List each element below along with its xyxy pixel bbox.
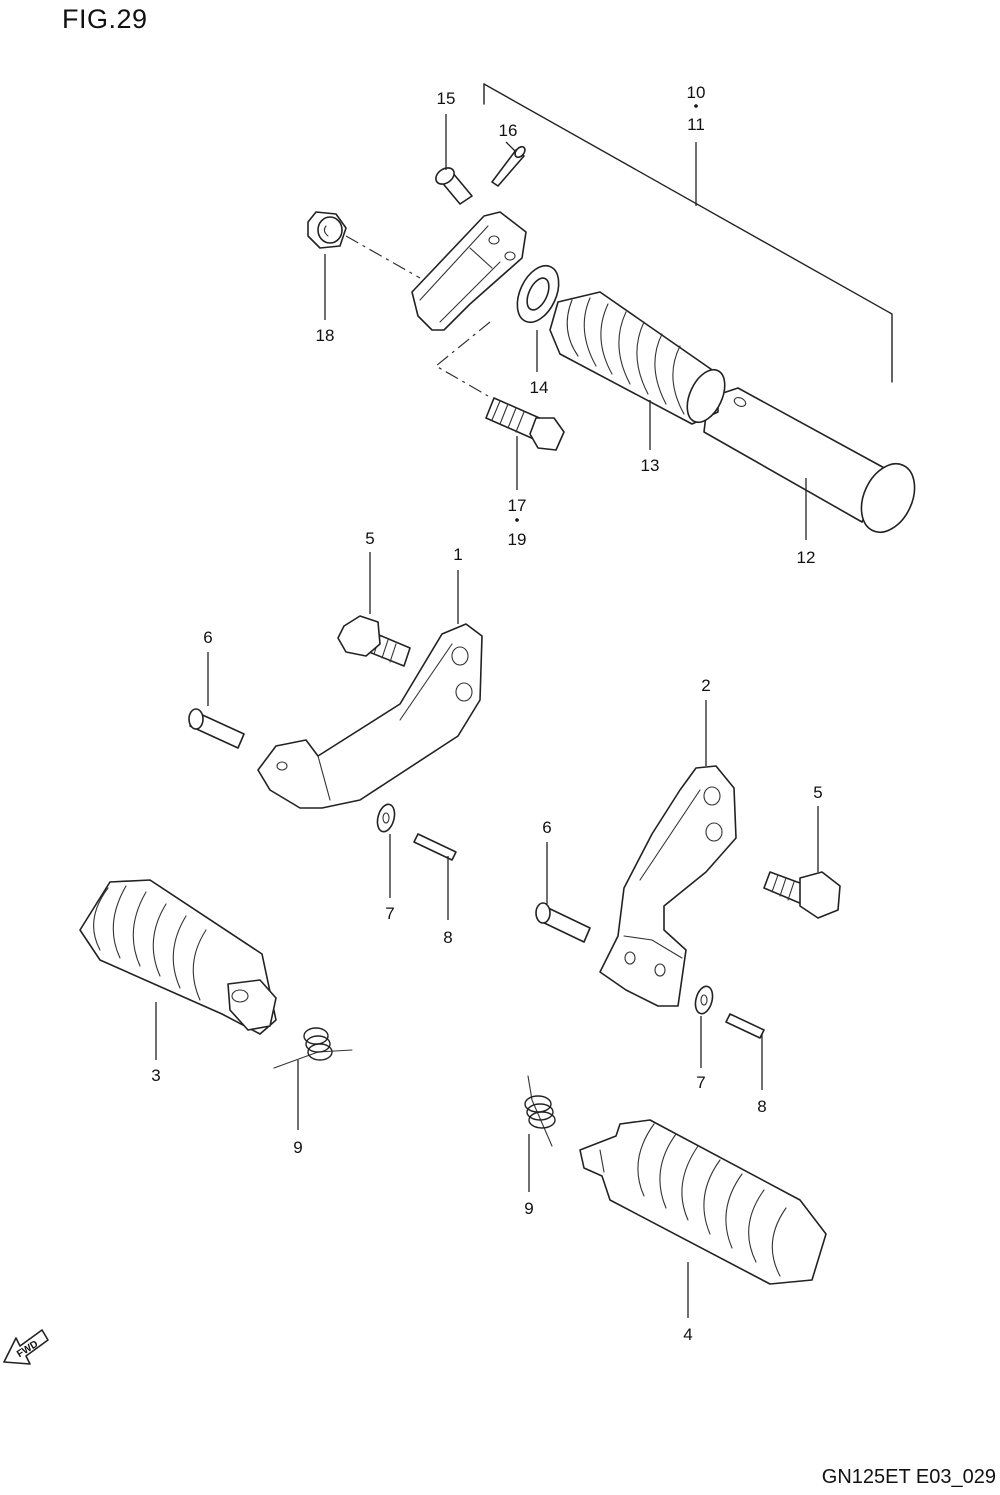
part-8-cotter-pin-left	[413, 833, 457, 861]
callout-1: 1	[453, 545, 462, 564]
figure-title: FIG.29	[62, 4, 148, 34]
callout-8-right: 8	[757, 1097, 766, 1116]
fwd-arrow-icon: FWD	[3, 1329, 49, 1365]
part-7-washer-right	[694, 985, 714, 1015]
part-9-spring-left	[273, 1027, 353, 1069]
callout-3: 3	[151, 1066, 160, 1085]
callout-9-left: 9	[293, 1138, 302, 1157]
callout-16: 16	[499, 121, 518, 140]
callout-18: 18	[316, 326, 335, 345]
rear-footrest-bracket	[411, 211, 527, 331]
callout-15: 15	[437, 89, 456, 108]
part-6-pin-right	[535, 902, 591, 943]
part-14-washer	[516, 264, 560, 324]
callout-4: 4	[683, 1325, 692, 1344]
callout-11: 11	[687, 115, 705, 134]
part-1-footrest-bracket-left	[257, 623, 483, 809]
callout-8-left: 8	[443, 928, 452, 947]
part-5-bolt-left	[337, 615, 411, 667]
callout-2: 2	[701, 676, 710, 695]
part-18-nut	[307, 211, 347, 249]
callout-10: 10	[687, 83, 706, 102]
part-6-pin-left	[188, 708, 245, 749]
part-2-footrest-bracket-right	[599, 765, 737, 1007]
callout-5-left: 5	[365, 529, 374, 548]
callout-14: 14	[530, 378, 549, 397]
part-17-bolt	[485, 397, 565, 451]
group-bracket-10-11	[483, 83, 893, 383]
callout-12: 12	[797, 548, 816, 567]
part-16-cotter-pin	[491, 145, 526, 187]
callout-5-right: 5	[813, 783, 822, 802]
callout-7-right: 7	[696, 1073, 705, 1092]
callout-9-right: 9	[524, 1199, 533, 1218]
part-12-footrest-shaft	[703, 387, 916, 533]
figure-code: GN125ET E03_029	[821, 1466, 996, 1488]
part-13-footrest-rubber	[549, 291, 726, 425]
callout-6-right: 6	[542, 818, 551, 837]
callout-numbers: 15 16 10 11 18 14 13 17 19 12 5 1 6 7 8 …	[151, 83, 822, 1344]
part-8-cotter-pin-right	[725, 1013, 765, 1039]
callout-6-left: 6	[203, 628, 212, 647]
callout-19: 19	[508, 530, 527, 549]
leader-lines	[155, 114, 819, 1318]
part-7-washer-left	[376, 803, 396, 833]
callout-13: 13	[641, 456, 660, 475]
callout-dot-10-11	[694, 104, 698, 108]
part-3-footrest-rubber-left	[79, 879, 277, 1035]
part-15-clevis-pin	[435, 167, 473, 205]
callout-7-left: 7	[385, 904, 394, 923]
callout-17: 17	[508, 496, 527, 515]
part-9-spring-right	[524, 1075, 556, 1147]
callout-dot-17-19	[515, 518, 519, 522]
part-4-footrest-rubber-right	[579, 1119, 827, 1285]
part-5-bolt-right	[763, 871, 841, 919]
